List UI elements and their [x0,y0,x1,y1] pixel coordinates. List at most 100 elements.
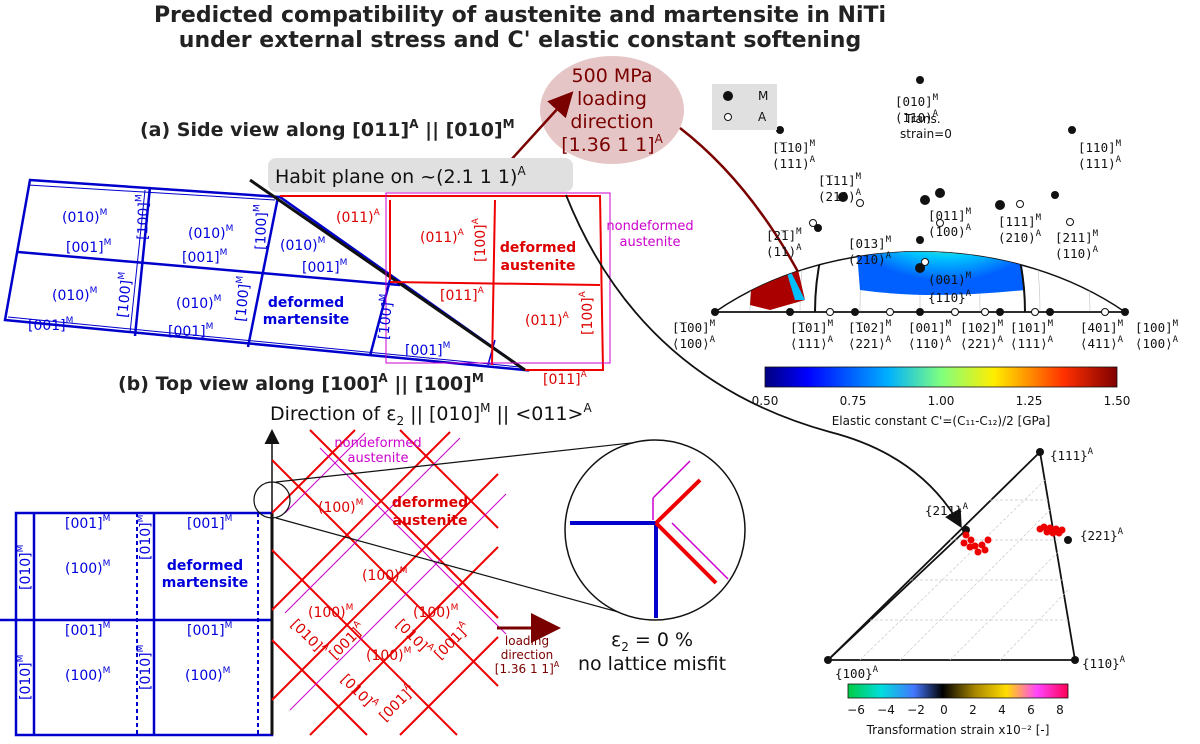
cbar2-tick-5: 4 [998,703,1006,717]
m-label-a4: [001]M [182,248,227,266]
cbar2-tick-1: −4 [877,703,895,717]
m-label-b5: [001]M [187,621,232,639]
a-label-b2: (100)M [362,566,407,584]
deformed-austenite-b-2: austenite [393,513,468,529]
deformed-martensite-a-2: martensite [263,312,349,328]
bpole-0-m: [̅100]M [672,319,716,335]
a-label-a5: (011)A [525,311,570,329]
zoom-source-circle [253,481,291,519]
bpole-5-m: [101]M [1010,319,1054,335]
pole-labels: [010]M (110)A [̅110]M (111)A [110]M (111… [766,93,1122,305]
bpole-4-a: ⟨221⟩A [960,335,1004,351]
cbar2-tick-0: −6 [847,703,865,717]
bottom-pole-labels: [̅100]M ⟨100⟩A [̅101]M ⟨111⟩A [̅102]M ⟨2… [672,319,1179,351]
cbar2-tick-3: 0 [940,703,948,717]
cbar2-tick-7: 8 [1056,703,1064,717]
cbar1-tick-4: 1.50 [1104,394,1131,408]
pole-1-m: [110]M [1078,139,1122,155]
m-label-a13: [100]M [251,204,271,250]
connector-arrow [565,194,962,529]
pole-1-a: (111)A [1078,155,1122,171]
tri-corner-221: {221}A [1080,527,1124,543]
loading-bubble [540,56,684,164]
bpole-7-m: [100]M [1135,319,1179,335]
a-label-a2: (011)A [420,228,465,246]
m-label-b1: [001]M [65,514,110,532]
pole-6-a: (210)A [848,251,892,267]
tri-corner-111: {111}A [1050,447,1094,463]
a-label-b3: (100)M [308,603,353,621]
deformed-austenite-b-1: deformed [392,495,468,511]
zoom-detail [570,460,729,618]
pf-legend-filled: M [758,89,768,103]
pole-6-m: [013]M [848,235,892,251]
bubble-line-1: 500 MPa [572,65,653,87]
bpole-3-m: [001]M [908,319,952,335]
bpole-5-a: ⟨111⟩A [1010,335,1054,351]
a-label-b11: [001]A [375,681,419,725]
pole-top-a: (110)A [895,109,939,125]
title-line-2: under external stress and C' elastic con… [179,28,861,53]
m-label-a12: [100]M [133,194,153,240]
pole-top-m: [010]M [895,93,939,109]
cbar1-tick-3: 1.25 [1016,394,1043,408]
bpole-6-a: ⟨411⟩A [1080,335,1124,351]
deformed-martensite-b-1: deformed [167,558,243,574]
pole-0-m: [̅110]M [772,139,816,155]
tri-corner-100: {100}A [835,665,879,681]
a-label-a7: [011]A [543,370,588,388]
m-label-a2: [001]M [66,238,111,256]
a-label-b5: (100)M [366,646,411,664]
a-label-a6: [100]A [578,290,596,335]
martensite-side-grid [3,178,530,372]
bpole-2-a: ⟨221⟩A [848,335,892,351]
a-label-a4: [011]A [440,286,485,304]
deformed-martensite-a-1: deformed [268,295,344,311]
title-line-1: Predicted compatibility of austenite and… [154,3,886,28]
cbar2-label: Transformation strain x10⁻² [-] [866,723,1050,737]
ipf-triangle: {111}A {211}A {221}A {100}A {110}A [824,447,1126,681]
m-label-a16: [100]M [374,293,397,340]
bpole-2-m: [̅102]M [848,319,892,335]
nondeformed-top-grid [284,432,507,711]
nondeformed-austenite-b-1: nondeformed [334,436,421,451]
loading-b-2: direction [501,648,554,662]
zoom-line-bottom [275,517,641,619]
m-label-a15: [100]M [231,275,254,322]
cbar1-tick-2: 1.00 [928,394,955,408]
tri-corner-110: {110}A [1082,655,1126,671]
nondeformed-austenite-a-1: nondeformed [606,219,693,234]
habit-plane-box [268,158,573,192]
deformed-austenite-a-1: deformed [500,240,576,256]
cbar2-tick-6: 6 [1027,703,1035,717]
m-label-b7: (100)M [185,666,230,684]
bpole-4-m: [102]M [960,319,1004,335]
austenite-side-grid [280,192,611,371]
pole-4-a: (210)A [998,229,1042,245]
colorbar-strain: −6 −4 −2 0 2 4 6 8 Transformation strain… [847,683,1069,737]
loading-b-3: [1.36 1 1]A [495,660,560,676]
bpole-6-m: [401]M [1080,319,1124,335]
m-label-b3: (100)M [65,559,110,577]
bpole-1-m: [̅101]M [790,319,834,335]
bubble-line-3: direction [570,111,653,133]
colorbar-elastic: 0.50 0.75 1.00 1.25 1.50 Elastic constan… [752,366,1131,428]
a-label-b1: (100)M [318,498,363,516]
loading-b-1: loading [505,634,549,648]
bpole-0-a: ⟨100⟩A [672,335,716,351]
pf-legend-open: A [758,110,767,124]
panel-b-label: (b) Top view along [100]A || [100]M [118,371,484,395]
pf-annotation-1: Trans. [904,112,941,126]
strain-text: ε2 = 0 % [611,629,693,654]
bubble-line-4: [1.36 1 1]A [561,132,663,156]
panel-a-label: (a) Side view along [011]A || [010]M [140,117,515,141]
a-label-a1: (011)A [336,208,381,226]
m-label-b8: [010]M [16,545,34,590]
bubble-line-2: loading [577,88,647,110]
pole-8-m: [211]M [1055,229,1099,245]
pole-5-a: (11)A [766,243,802,259]
m-label-b11: [010]M [136,645,154,690]
cbar1-tick-1: 0.75 [840,394,867,408]
m-label-a9: (010)M [176,294,221,312]
austenite-top-grid [271,429,499,736]
